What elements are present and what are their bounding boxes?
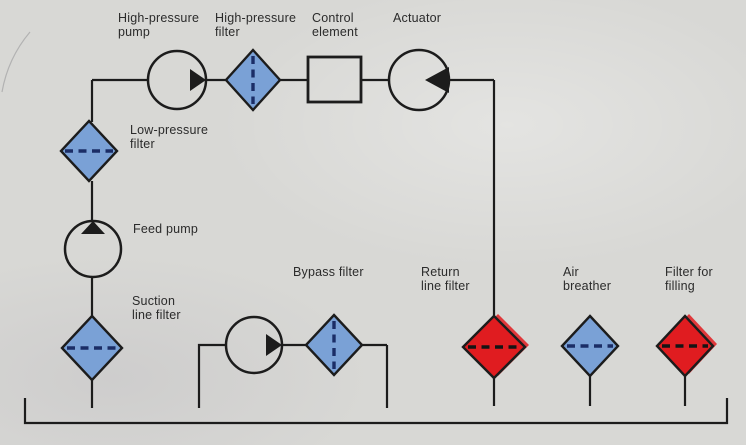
- bypass-filter-symbol: [304, 313, 364, 377]
- label-low-pressure-filter: Low-pressure filter: [130, 123, 209, 151]
- suction-line-filter-symbol: [60, 314, 124, 382]
- high-pressure-pump-symbol: [146, 49, 208, 111]
- pipe-lines: [23, 78, 729, 425]
- label-actuator: Actuator: [393, 11, 442, 25]
- feed-pump-symbol: [63, 219, 123, 279]
- label-return-line-filter: Return line filter: [421, 265, 470, 293]
- label-suction-line-filter: Suction line filter: [132, 294, 181, 322]
- label-filter-for-filling: Filter for filling: [665, 265, 713, 293]
- flow-right-triangle-icon: [190, 69, 206, 91]
- label-feed-pump: Feed pump: [133, 222, 199, 236]
- air-breather-symbol: [560, 314, 620, 378]
- symbol-layer: [59, 48, 717, 382]
- control-element-symbol: [306, 55, 363, 104]
- low-pressure-filter-symbol: [59, 119, 119, 183]
- return-line-filter-symbol: [461, 314, 529, 380]
- scan-artifact: [1, 31, 31, 93]
- label-high-pressure-pump: High-pressure pump: [118, 11, 200, 39]
- flow-up-triangle-icon: [81, 221, 105, 234]
- flow-right-triangle-icon: [266, 334, 282, 356]
- filter-for-filling-symbol: [655, 314, 717, 378]
- label-high-pressure-filter: High-pressure filter: [215, 11, 297, 39]
- label-control-element: Control element: [312, 11, 358, 39]
- actuator-symbol: [387, 48, 451, 112]
- flow-left-triangle-icon: [425, 67, 449, 93]
- label-air-breather: Air breather: [563, 265, 612, 293]
- bypass-pump-symbol: [224, 315, 284, 375]
- high-pressure-filter-symbol: [224, 48, 282, 112]
- label-bypass-filter: Bypass filter: [293, 265, 364, 279]
- tank-line: [23, 398, 729, 425]
